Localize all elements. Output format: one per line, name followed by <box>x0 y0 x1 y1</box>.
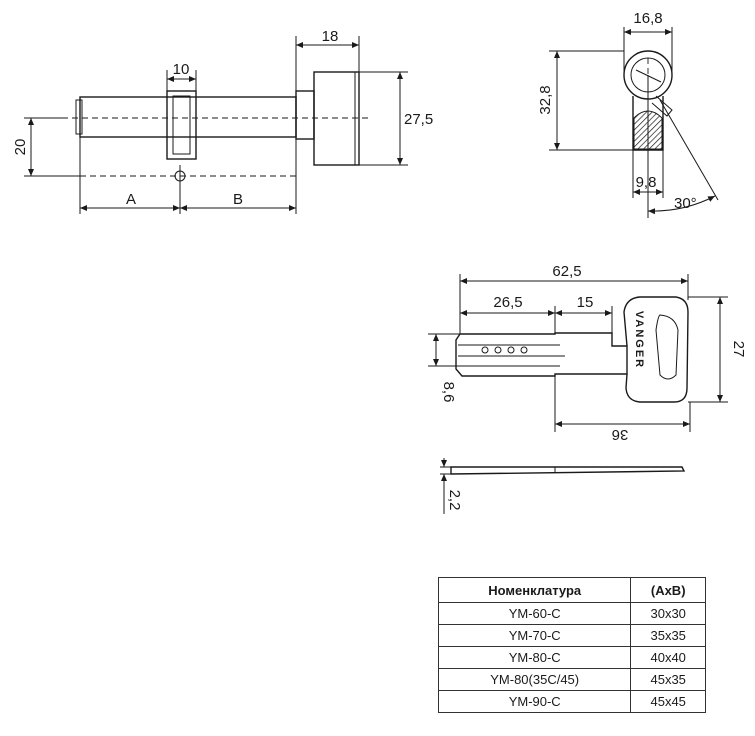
table-cell-model: YM-90-C <box>437 690 632 713</box>
dim-height-right: 27,5 <box>404 111 433 128</box>
dim-profile-height: 32,8 <box>537 85 554 114</box>
key-view: VANGER 62,5 26,5 15 27 8,6 36 <box>428 263 747 514</box>
table-cell-model: YM-80(35C/45) <box>437 668 632 691</box>
table-row: YM-80(35C/45) 45x35 <box>437 668 706 691</box>
dim-key-blade-height: 8,6 <box>440 382 457 403</box>
cam-block <box>166 90 197 160</box>
key-head <box>623 296 689 403</box>
dim-key-head-height: 27 <box>730 341 747 358</box>
dim-profile-bottom: 9,8 <box>636 174 657 191</box>
dim-key-shoulder: 15 <box>577 294 594 311</box>
cylinder-end-cap <box>75 99 83 135</box>
knob-shaft <box>295 90 315 140</box>
dim-height-left: 20 <box>12 139 29 156</box>
table-row: YM-90-C 45x45 <box>437 690 706 713</box>
dim-label-a: A <box>126 191 136 208</box>
cylinder-profile-view: 16,8 32,8 9,8 30° <box>537 10 719 218</box>
spec-table: Номенклатура (AxB) YM-60-C 30x30 YM-70-C… <box>437 577 706 713</box>
dim-profile-width: 16,8 <box>633 10 662 27</box>
key-head-hole <box>655 314 679 380</box>
thumb-knob <box>313 71 360 166</box>
table-row: YM-70-C 35x35 <box>437 624 706 647</box>
table-cell-size: 35x35 <box>630 624 706 647</box>
dim-key-thickness: 2,2 <box>446 490 463 511</box>
dim-label-b: B <box>233 191 243 208</box>
table-row: YM-60-C 30x30 <box>437 602 706 625</box>
cylinder-body <box>79 96 297 138</box>
dim-key-blade: 26,5 <box>493 294 522 311</box>
table-cell-size: 40x40 <box>630 646 706 669</box>
dim-angle: 30° <box>674 195 697 212</box>
dim-key-head-width: 36 <box>612 426 629 443</box>
table-cell-model: YM-70-C <box>437 624 632 647</box>
table-cell-model: YM-60-C <box>437 602 632 625</box>
table-cell-model: YM-80-C <box>437 646 632 669</box>
table-cell-size: 30x30 <box>630 602 706 625</box>
table-header-nomenclature: Номенклатура <box>437 577 632 603</box>
table-row: YM-80-C 40x40 <box>437 646 706 669</box>
table-cell-size: 45x45 <box>630 690 706 713</box>
cylinder-side-view: 10 18 27,5 20 A B <box>12 28 433 214</box>
dim-knob-width: 18 <box>322 28 339 45</box>
key-blade <box>455 332 628 377</box>
key-brand-text: VANGER <box>633 311 645 369</box>
table-header-axb: (AxB) <box>630 577 706 603</box>
table-header-row: Номенклатура (AxB) <box>437 577 706 603</box>
profile-cam <box>651 95 673 117</box>
table-cell-size: 45x35 <box>630 668 706 691</box>
dim-top-width: 10 <box>173 61 190 78</box>
key-thickness-view <box>450 466 686 475</box>
dim-key-length: 62,5 <box>552 263 581 280</box>
